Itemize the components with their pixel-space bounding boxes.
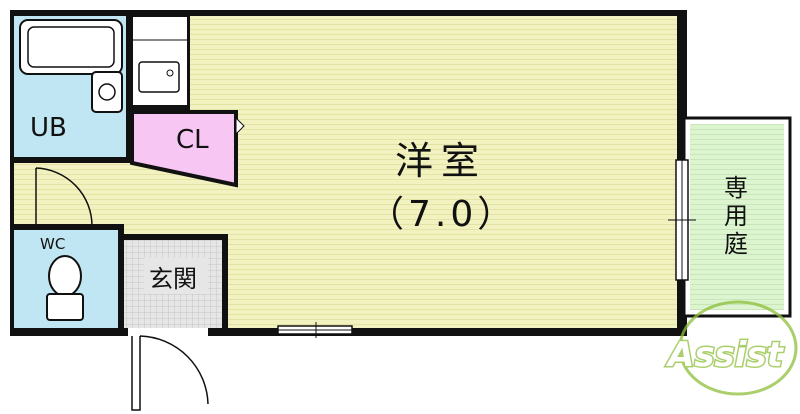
toilet-label: WC: [40, 235, 65, 253]
toilet-bowl: [48, 255, 82, 297]
garden-floor: [690, 124, 784, 310]
garden-label-3: 庭: [724, 230, 748, 258]
garden-label-1: 専: [724, 174, 748, 202]
wall-entrance-right: [222, 234, 228, 332]
garden-label-2: 用: [724, 202, 748, 230]
entrance-door-gap: [128, 328, 208, 338]
bathtub-inner: [27, 26, 115, 68]
logo-text: Assist: [665, 335, 785, 375]
toilet-tank: [46, 293, 84, 321]
hall-floor-lower: [120, 228, 230, 238]
closet: [130, 110, 238, 188]
entrance-label: 玄関: [149, 265, 197, 293]
logo-swoosh: [678, 300, 798, 396]
wall-bath-kitchen: [126, 16, 132, 163]
toilet-door-swing: [35, 167, 93, 227]
wall-toilet-top: [14, 224, 124, 230]
bath-sink-bowl: [98, 83, 116, 101]
main-room-size: （7.0）: [368, 194, 517, 235]
hall-floor: [14, 163, 194, 228]
closet-door-marker: [235, 116, 245, 136]
wall-entrance-top: [124, 234, 226, 240]
unit-bath-label: UB: [30, 113, 67, 143]
kitchen-sink: [138, 61, 180, 93]
wall-toilet-right: [118, 224, 124, 332]
bath-sink: [91, 71, 123, 113]
kitchen-sink-drain: [166, 69, 174, 77]
entrance-door-swing: [131, 335, 209, 411]
entrance-label-bg: [144, 258, 208, 294]
main-room-label: 洋室: [395, 139, 487, 183]
assist-logo: Assist: [664, 300, 798, 396]
closet-label: CL: [176, 125, 209, 155]
main-room-lower-left: [226, 228, 286, 328]
wall-bath-hall: [14, 157, 126, 163]
